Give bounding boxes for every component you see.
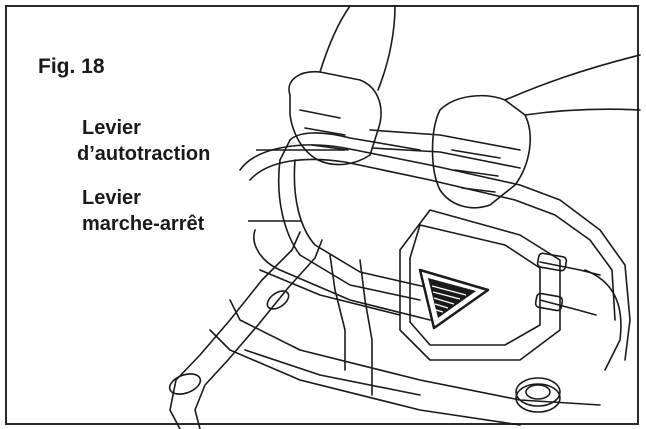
lower-housing [229, 299, 601, 406]
center-console [399, 209, 561, 361]
self-propel-label-line1: Levier [82, 117, 141, 139]
figure-border [5, 5, 639, 425]
left-collar [168, 373, 202, 395]
handle-top-frame [239, 144, 631, 361]
handle-grip [369, 129, 521, 151]
left-handle-tube [169, 231, 301, 429]
triangle-button [418, 268, 490, 330]
adjust-knob [515, 383, 561, 413]
on-off-lever [253, 229, 431, 321]
self-propel-label-line2: d’autotraction [77, 143, 211, 165]
figure-title: Fig. 18 [38, 55, 105, 78]
right-hand [431, 94, 531, 209]
on-off-label-line2: marche-arrêt [82, 213, 205, 235]
on-off-label-line1: Levier [82, 187, 141, 209]
self-propel-lever [289, 132, 421, 151]
